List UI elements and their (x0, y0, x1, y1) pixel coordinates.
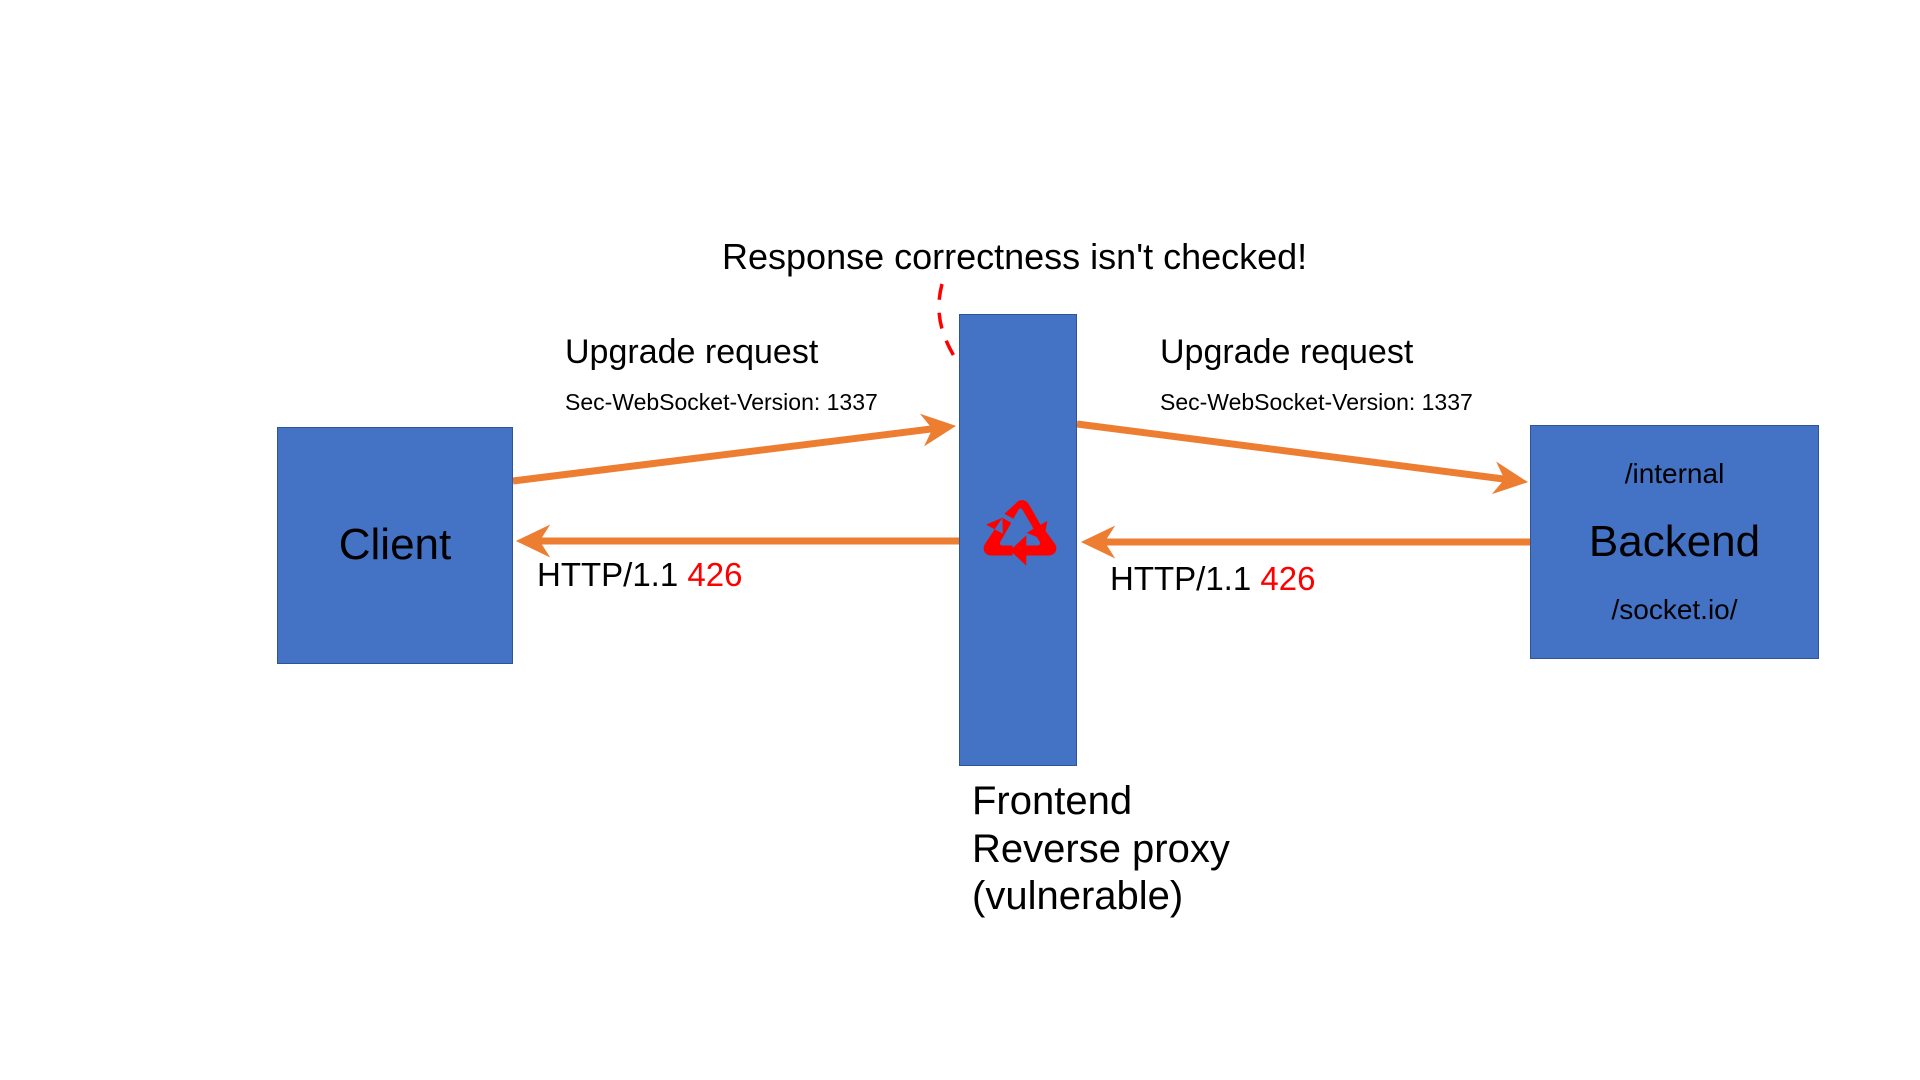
status-code-left: 426 (687, 556, 743, 593)
node-backend[interactable]: /internal Backend /socket.io/ (1530, 425, 1819, 659)
frontend-caption-line-1: Frontend (972, 779, 1133, 823)
status-code-right: 426 (1260, 560, 1316, 597)
frontend-caption-line-2: Reverse proxy (972, 826, 1230, 871)
annotation-response-correctness: Response correctness isn't checked! (722, 236, 1308, 277)
frontend-caption: Frontend Reverse proxy (vulnerable) (972, 778, 1230, 921)
backend-path-top: /internal (1624, 458, 1725, 490)
node-client[interactable]: Client (277, 427, 513, 664)
flow-status-backend-to-frontend: HTTP/1.1 426 (1110, 560, 1315, 598)
node-frontend-reverse-proxy[interactable] (959, 314, 1077, 766)
flow-label-upgrade-request-right: Upgrade request (1160, 333, 1414, 371)
flow-header-websocket-version-right: Sec-WebSocket-Version: 1337 (1160, 389, 1473, 415)
backend-label: Backend (1588, 516, 1761, 566)
status-protocol-right: HTTP/1.1 (1110, 560, 1252, 597)
arrow-client-to-frontend (512, 413, 957, 485)
flow-header-websocket-version-left: Sec-WebSocket-Version: 1337 (565, 389, 878, 415)
client-label: Client (338, 520, 452, 570)
frontend-caption-line-3: (vulnerable) (972, 874, 1184, 919)
status-protocol-left: HTTP/1.1 (537, 556, 679, 593)
arrow-frontend-to-backend (1076, 420, 1529, 495)
flow-status-frontend-to-client: HTTP/1.1 426 (537, 556, 742, 594)
flow-label-upgrade-request-left: Upgrade request (565, 333, 819, 371)
backend-path-bottom: /socket.io/ (1611, 594, 1738, 626)
